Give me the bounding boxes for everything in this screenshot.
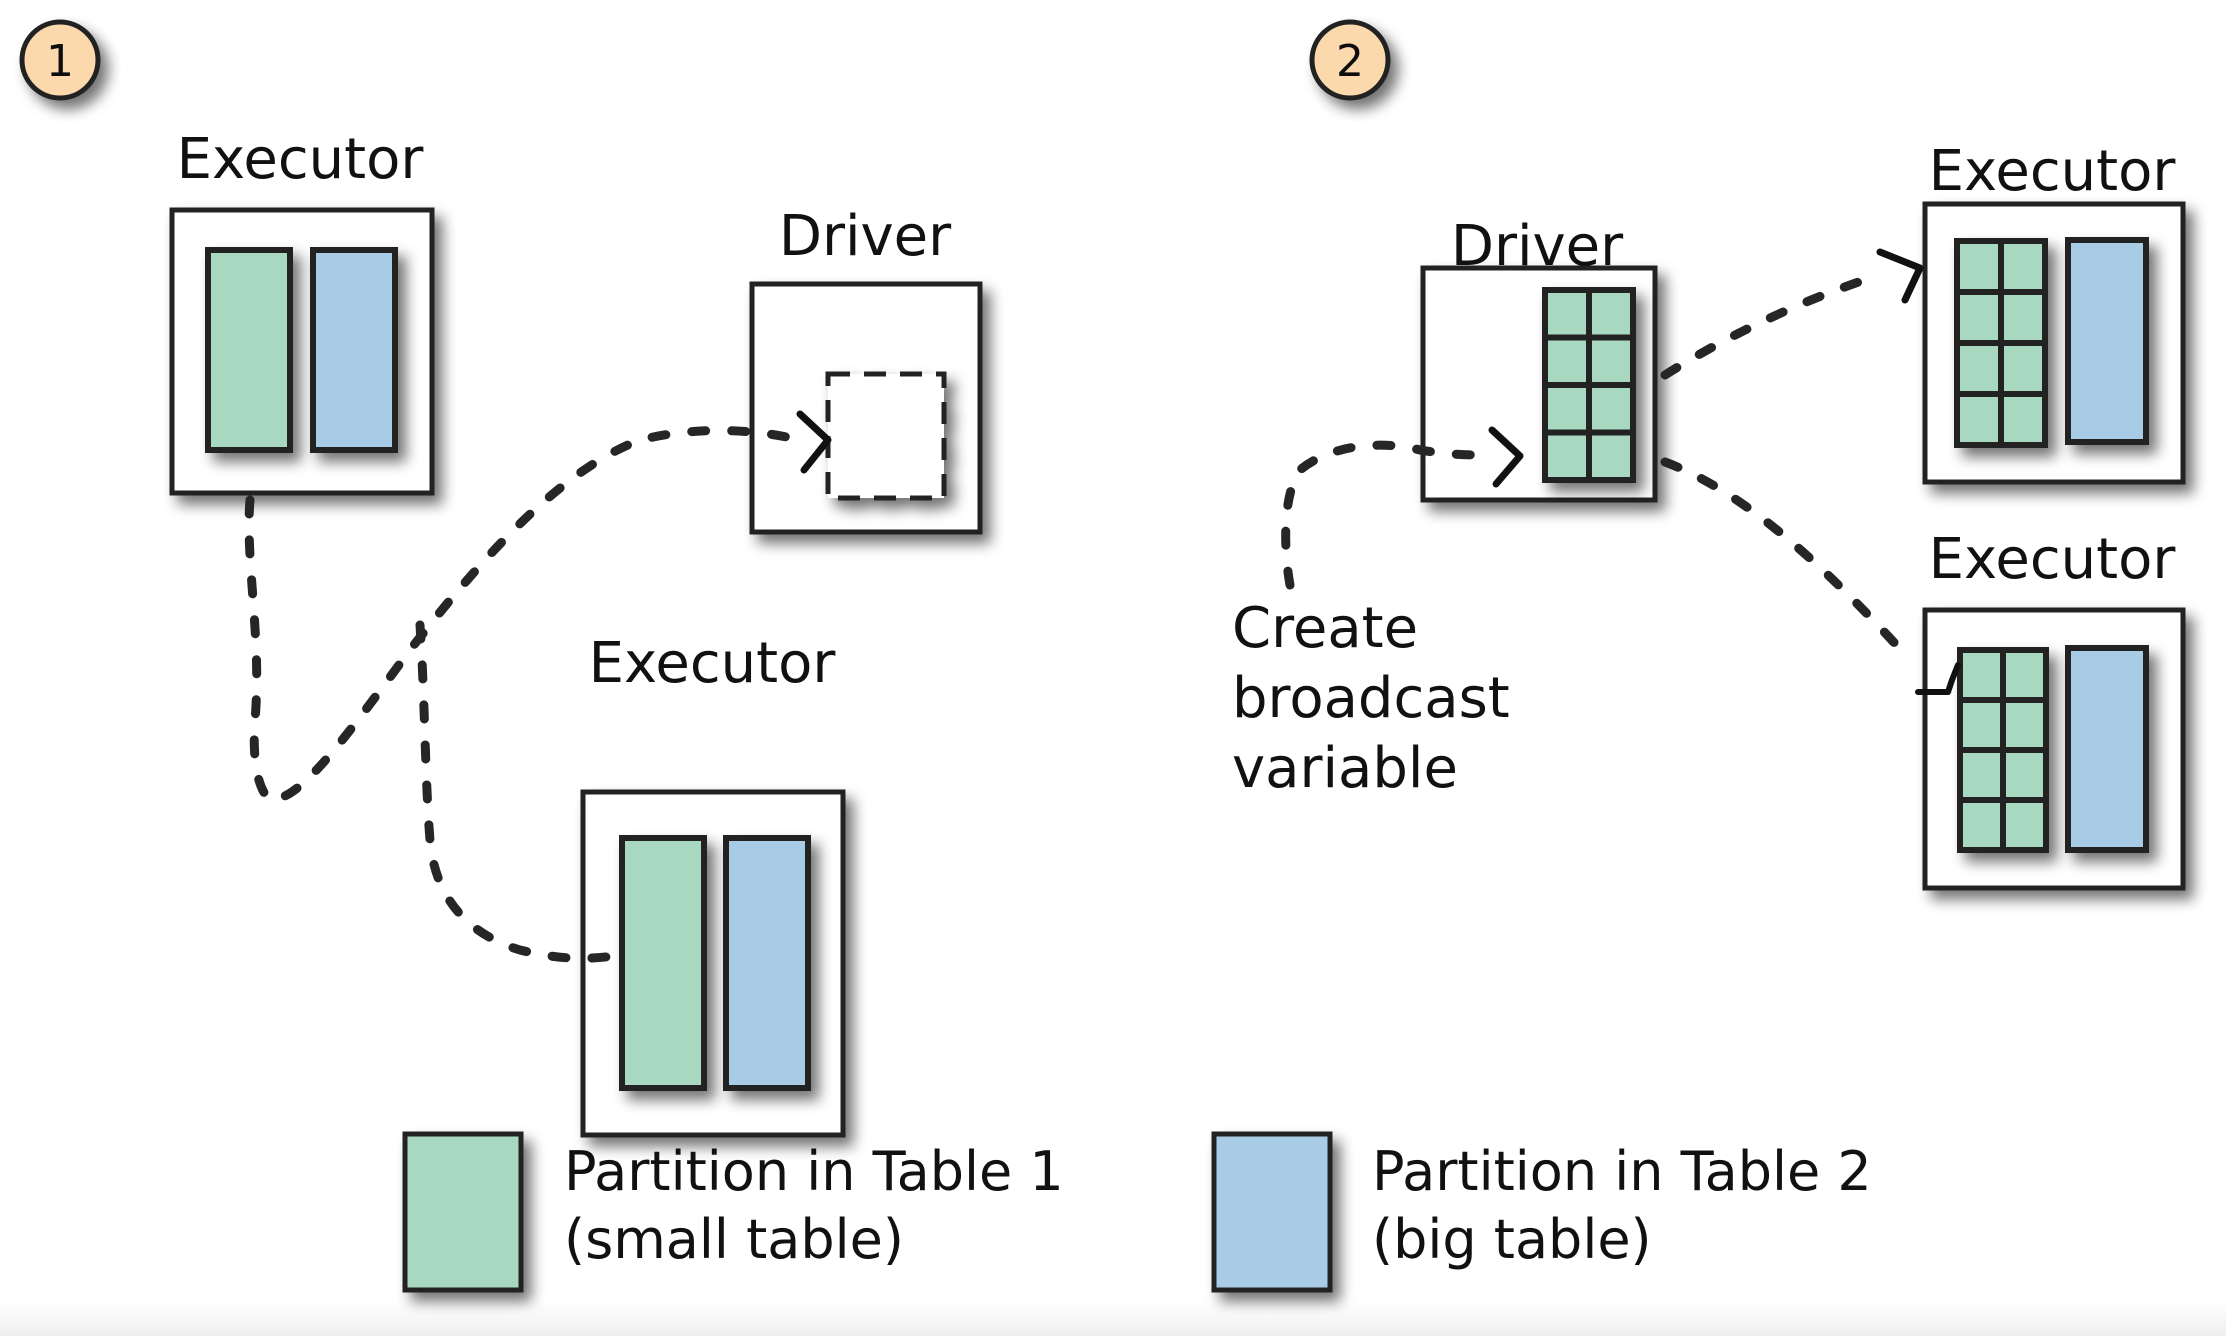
small-table-partition: [619, 835, 707, 1091]
broadcast-grid-cell: [1586, 287, 1636, 341]
executor-label: Executor: [589, 631, 837, 696]
create-broadcast-path: [1281, 440, 1495, 590]
broadcast-grid-cell: [1542, 382, 1592, 436]
legend-label: Partition in Table 2: [1372, 1140, 1872, 1203]
big-table-partition: [310, 247, 398, 453]
executor-box-step2-top: [1922, 201, 2186, 485]
broadcast-grid-cell: [1998, 391, 2048, 448]
broadcast-grid-cell: [1957, 797, 2006, 853]
broadcast-grid-cell: [2000, 697, 2049, 753]
broadcast-path-to-top-executor: [1660, 270, 1885, 380]
broadcast-grid-cell: [1542, 429, 1592, 483]
broadcast-grid-cell: [1586, 382, 1636, 436]
create-broadcast-annotation: Create broadcast variable: [1232, 596, 1510, 801]
broadcast-variable-grid: [1542, 287, 1636, 483]
big-table-partition: [2065, 237, 2149, 445]
broadcast-grid-cell: [1954, 391, 2004, 448]
arrowhead-icon: [796, 410, 832, 474]
broadcast-path-to-bottom-executor: [1660, 457, 1915, 665]
big-table-partition: [2065, 645, 2149, 853]
broadcast-variable-grid: [1954, 238, 2048, 448]
broadcast-arrows-step2: [1281, 270, 1915, 665]
broadcast-grid-cell: [1957, 647, 2006, 703]
legend-item-small-table: Partition in Table 1 (small table): [402, 1131, 1064, 1293]
broadcast-grid-cell: [1957, 747, 2006, 803]
arrowhead-icon: [1876, 248, 1924, 304]
step-2-number: 2: [1336, 36, 1364, 87]
legend-label: Partition in Table 1: [564, 1140, 1064, 1203]
executor-box-step1-top: [169, 207, 435, 496]
legend-swatch-big-table: [1211, 1131, 1333, 1293]
broadcast-variable-grid: [1957, 647, 2049, 853]
collect-path-from-bottom-executor: [415, 620, 625, 963]
legend-sublabel: (big table): [1372, 1208, 1652, 1271]
annotation-line: variable: [1232, 736, 1458, 801]
broadcast-grid-cell: [1954, 340, 2004, 397]
broadcast-grid-cell: [1998, 289, 2048, 346]
broadcast-grid-cell: [2000, 797, 2049, 853]
annotation-line: broadcast: [1232, 666, 1510, 731]
broadcast-grid-cell: [2000, 647, 2049, 703]
legend-swatch-small-table: [402, 1131, 524, 1293]
executor-label: Executor: [1929, 139, 2177, 204]
driver-box-step1: [749, 281, 983, 535]
collect-arrows-step1: [244, 426, 805, 963]
executor-box-step2-bottom: [1922, 607, 2186, 891]
arrowhead-icon: [1915, 662, 1961, 695]
executor-label: Executor: [177, 127, 425, 192]
driver-label: Driver: [779, 204, 952, 269]
collected-partition-placeholder: [825, 371, 947, 501]
arrowhead-icon: [1488, 426, 1524, 488]
legend: Partition in Table 1 (small table) Parti…: [402, 1131, 1872, 1293]
legend-item-big-table: Partition in Table 2 (big table): [1211, 1131, 1872, 1293]
annotation-line: Create: [1232, 596, 1418, 661]
legend-sublabel: (small table): [564, 1208, 904, 1271]
broadcast-grid-cell: [1586, 429, 1636, 483]
executor-label: Executor: [1929, 527, 2177, 592]
step-1-number: 1: [46, 36, 74, 87]
broadcast-grid-cell: [1954, 289, 2004, 346]
broadcast-grid-cell: [1998, 340, 2048, 397]
driver-box-step2: [1420, 265, 1658, 503]
broadcast-grid-cell: [1542, 287, 1592, 341]
broadcast-grid-cell: [1998, 238, 2048, 295]
step-1-badge: 1: [19, 19, 101, 101]
small-table-partition: [205, 247, 293, 453]
broadcast-grid-cell: [1542, 334, 1592, 388]
broadcast-grid-cell: [1957, 697, 2006, 753]
broadcast-grid-cell: [2000, 747, 2049, 803]
big-table-partition: [723, 835, 811, 1091]
broadcast-grid-cell: [1954, 238, 2004, 295]
broadcast-grid-cell: [1586, 334, 1636, 388]
step-2-badge: 2: [1309, 19, 1391, 101]
executor-box-step1-bottom: [580, 789, 846, 1138]
